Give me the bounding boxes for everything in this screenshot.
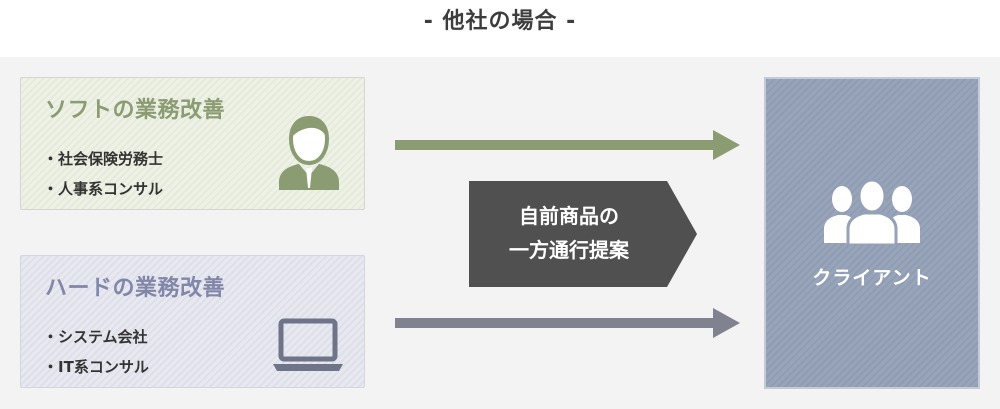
one-way-proposal-box: 自前商品の 一方通行提案 [469, 181, 697, 287]
hard-panel-title: ハードの業務改善 [45, 276, 226, 301]
client-label: クライアント [812, 267, 932, 289]
arrow-to-client-bottom [395, 308, 740, 338]
pentagon-shape [469, 181, 697, 287]
soft-panel-list: ・社会保険労務士 ・人事系コンサル [43, 144, 163, 204]
page-title: - 他社の場合 - [423, 9, 577, 34]
one-way-proposal-line: 自前商品の [519, 204, 619, 228]
group-icon [824, 179, 920, 245]
header: - 他社の場合 - [0, 0, 1000, 57]
soft-improvement-panel: ソフトの業務改善 ・社会保険労務士 ・人事系コンサル [20, 77, 365, 210]
one-way-proposal-line: 一方通行提案 [509, 238, 629, 262]
hard-improvement-panel: ハードの業務改善 ・システム会社 ・IT系コンサル [20, 255, 365, 388]
laptop-icon [273, 318, 343, 371]
soft-panel-item: ・社会保険労務士 [43, 150, 164, 168]
client-box: クライアント [764, 77, 980, 389]
diagram-stage: ソフトの業務改善 ・社会保険労務士 ・人事系コンサル ハードの業務改善 ・システ… [0, 57, 1000, 409]
hard-panel-item: ・IT系コンサル [43, 358, 149, 376]
hard-panel-list: ・システム会社 ・IT系コンサル [43, 322, 149, 382]
hard-panel-item: ・システム会社 [43, 328, 148, 346]
soft-panel-title: ソフトの業務改善 [45, 98, 226, 123]
one-way-proposal-text: 自前商品の 一方通行提案 [469, 199, 669, 267]
arrow-to-client-top [395, 130, 740, 160]
soft-panel-item: ・人事系コンサル [43, 180, 164, 198]
person-icon [279, 115, 339, 190]
